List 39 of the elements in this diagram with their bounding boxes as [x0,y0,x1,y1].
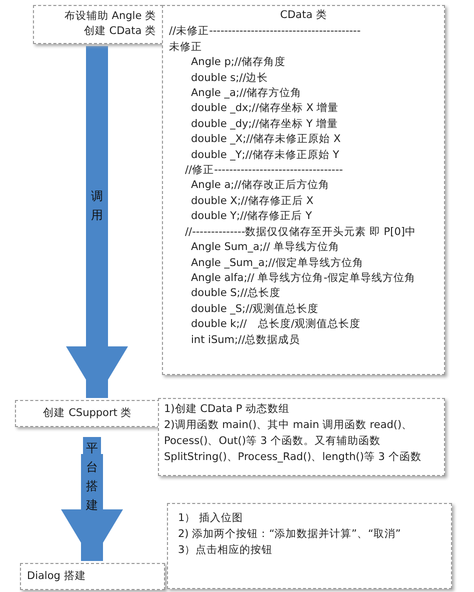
code-line: double Y;//储存修正后 Y [190,209,313,224]
code-line: double _Y;//储存未修正原始 Y [190,148,340,163]
code-line: //未修正---------------------------------------- [169,24,362,40]
note-box [167,503,452,589]
step-text: 1)创建 CData P 动态数组 [164,402,291,417]
box-text: 布设辅助 Angle 类 [63,9,156,24]
code-line: double k;// 总长度/观测值总长度 [190,317,362,332]
code-line: //--------------数据仅仅储存至开头元素 即 P[0]中 [184,224,417,240]
box-text: 创建 CData 类 [82,24,156,40]
code-line: Angle _Sum_a;//假定单导线方位角 [190,256,364,270]
process-box [15,400,160,428]
note-box [158,398,445,476]
code-line: Angle p;//储存角度 [190,55,286,70]
code-line: double _dy;//储存坐标 Y 增量 [190,116,339,132]
box-title: CData 类 [279,8,328,23]
code-line: double S;//总长度 [190,286,282,302]
code-line: double _X;//储存未修正原始 X [190,132,342,148]
code-line: Angle alfa;// 单导线方位角-假定单导线方位角 [190,270,416,286]
code-line: double _dx;//储存坐标 X 增量 [190,101,340,116]
code-line: Angle a;//储存改正后方位角 [190,178,330,194]
code-line: 未修正 [169,40,203,55]
block-arrow [66,46,128,398]
code-line: double X;//储存修正后 X [190,194,314,209]
code-line: int iSum;//总数据成员 [190,332,302,348]
process-box [20,563,165,590]
box-text: 创建 CSupport 类 [42,406,133,421]
step-text: 2) 添加两个按钮：“添加数据并计算”、“取消” [178,527,402,542]
code-line: double s;//边长 [190,70,270,86]
code-line: Angle _a;//储存方位角 [190,86,303,102]
class-box [162,5,445,375]
code-line: Angle Sum_a;// 单导线方位角 [190,240,340,256]
process-box [33,5,163,44]
step-text: 2)调用函数 main()、其中 main 调用函数 read()、Pocess()、Out()等 3 个函数。又有辅助函数 SplitString()、Process_Rad()、length()等 3 个函数 [164,418,422,466]
step-text: 1） 插入位图 [178,511,244,526]
step-text: 3）点击相应的按钮 [178,543,274,558]
block-arrow [61,454,123,561]
box-text: Dialog 搭建 [27,569,87,584]
code-line: //修正---------------------------------- [184,163,344,178]
code-line: double _S;//观测值总长度 [190,302,320,317]
